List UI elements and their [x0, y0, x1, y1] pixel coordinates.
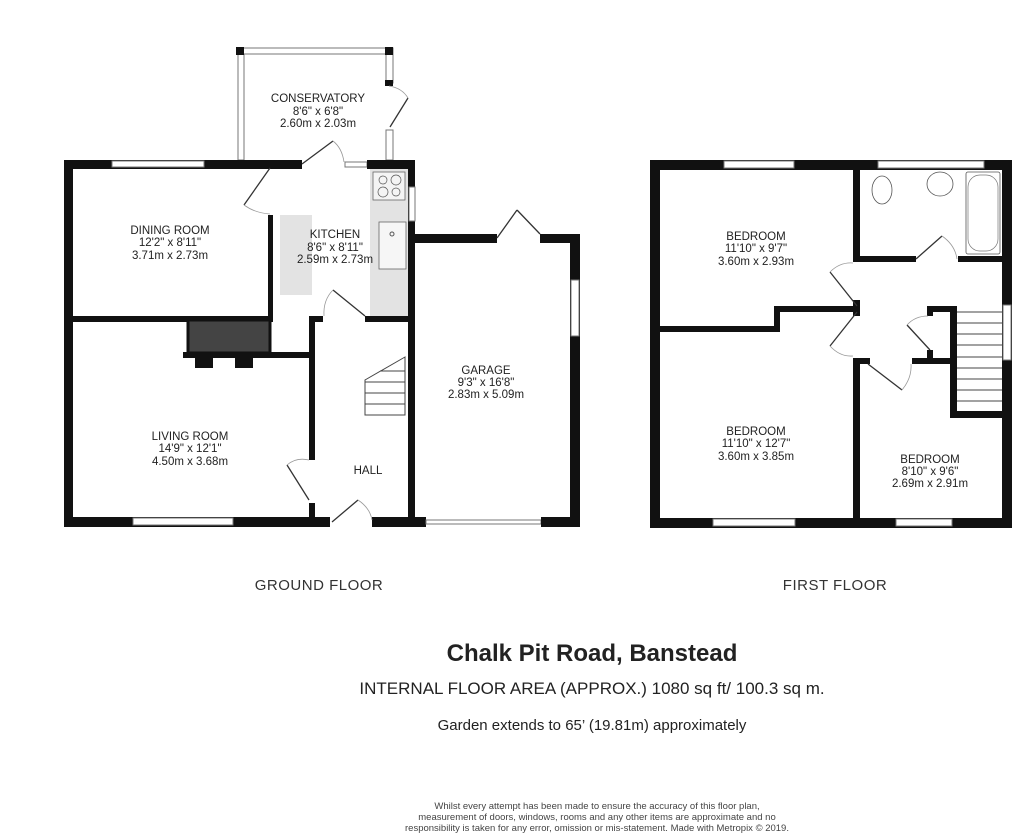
door[interactable]: [867, 363, 903, 391]
room-dims-metric: 2.69m x 2.91m: [892, 478, 968, 490]
garden-note: Garden extends to 65’ (19.81m) approxima…: [437, 717, 747, 734]
window: [712, 518, 796, 527]
room-dims-imperial: 12'2" x 8'11": [139, 237, 201, 249]
room-name: HALL: [354, 465, 383, 477]
window: [570, 279, 580, 337]
room-dims-imperial: 9'3" x 16'8": [458, 377, 515, 389]
door[interactable]: [829, 271, 858, 307]
toilet-icon: [871, 175, 893, 205]
room-dims-imperial: 8'10" x 9'6": [902, 466, 959, 478]
disclaimer-line: Whilst every attempt has been made to en…: [434, 801, 760, 812]
staircase: [957, 311, 1002, 402]
window: [408, 186, 416, 222]
room-dims-metric: 3.60m x 2.93m: [718, 256, 794, 268]
window: [1002, 304, 1012, 361]
staircase: [364, 356, 406, 416]
first-floor-plan: BEDROOM 11'10" x 9'7" 3.60m x 2.93m BEDR…: [650, 160, 1012, 594]
room-name: BEDROOM: [726, 426, 785, 438]
room-dims-metric: 3.60m x 3.85m: [718, 451, 794, 463]
sink-icon: [378, 221, 407, 270]
garage-side-door[interactable]: [496, 209, 518, 239]
basin-icon: [926, 171, 954, 197]
window: [132, 517, 234, 526]
room-name: LIVING ROOM: [152, 431, 229, 443]
room-dims-imperial: 8'6" x 8'11": [307, 242, 363, 254]
window: [877, 160, 985, 169]
window: [895, 518, 953, 527]
ground-floor-plan: CONSERVATORY 8'6" x 6'8" 2.60m x 2.03m D…: [64, 47, 580, 594]
room-dims-metric: 2.83m x 5.09m: [448, 389, 524, 401]
bath-icon: [965, 171, 1001, 255]
room-name: CONSERVATORY: [271, 93, 365, 105]
room-dims-metric: 3.71m x 2.73m: [132, 250, 208, 262]
room-dims-metric: 2.59m x 2.73m: [297, 254, 373, 266]
disclaimer-line: measurement of doors, windows, rooms and…: [418, 812, 776, 823]
room-dims-metric: 2.60m x 2.03m: [280, 118, 356, 130]
front-door[interactable]: [331, 499, 359, 523]
window: [111, 160, 205, 168]
door[interactable]: [286, 464, 310, 501]
door[interactable]: [243, 167, 271, 206]
property-title: Chalk Pit Road, Banstead: [446, 640, 738, 667]
room-dims-metric: 4.50m x 3.68m: [152, 456, 228, 468]
disclaimer-line: responsibility is taken for any error, o…: [405, 823, 789, 834]
room-name: BEDROOM: [726, 231, 785, 243]
room-dims-imperial: 14'9" x 12'1": [158, 443, 221, 455]
ground-floor-label: GROUND FLOOR: [255, 577, 384, 594]
chimney-breast: [186, 318, 272, 355]
floor-area: INTERNAL FLOOR AREA (APPROX.) 1080 sq ft…: [359, 679, 825, 698]
kitchen-worktop: [280, 215, 312, 295]
window: [344, 161, 368, 168]
conservatory-door[interactable]: [389, 97, 409, 128]
room-dims-imperial: 11'10" x 12'7": [722, 438, 791, 450]
hob-icon: [372, 171, 406, 201]
door[interactable]: [829, 311, 858, 347]
room-name: GARAGE: [461, 365, 511, 377]
room-name: BEDROOM: [900, 454, 959, 466]
door[interactable]: [301, 140, 334, 165]
room-dims-imperial: 11'10" x 9'7": [725, 243, 787, 255]
conservatory-window: [237, 47, 245, 161]
disclaimer: Whilst every attempt has been made to en…: [85, 801, 1024, 834]
conservatory-window: [237, 47, 394, 55]
first-floor-label: FIRST FLOOR: [783, 577, 887, 594]
room-name: DINING ROOM: [130, 225, 209, 237]
garage-door: [425, 519, 542, 525]
conservatory-window: [385, 129, 394, 161]
room-name: KITCHEN: [310, 229, 360, 241]
door[interactable]: [915, 235, 943, 260]
door[interactable]: [906, 324, 931, 351]
window: [723, 160, 795, 169]
door[interactable]: [332, 289, 366, 317]
room-dims-imperial: 8'6" x 6'8": [293, 106, 343, 118]
